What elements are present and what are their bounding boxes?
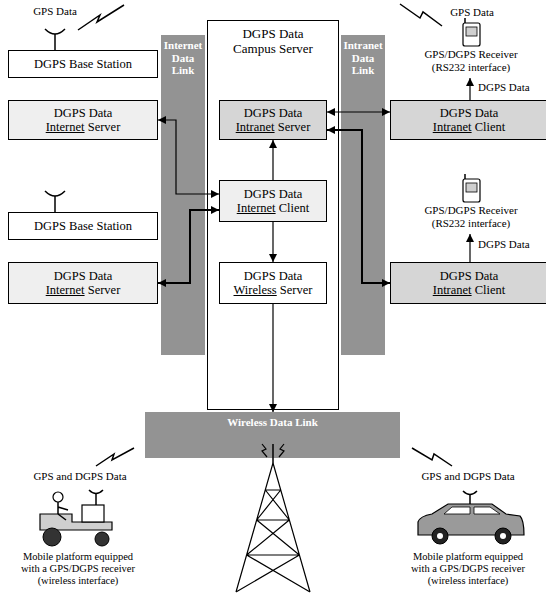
device-label: GPS/DGPS Receiver (RS232 interface)	[415, 204, 527, 229]
car-hub	[437, 533, 443, 539]
band-title: Intranet Data Link	[341, 39, 385, 77]
car-hub	[500, 533, 506, 539]
antenna-dish	[89, 490, 103, 494]
process-box: DGPS Data Intranet Server	[219, 100, 327, 140]
box-text: DGPS Data Internet Server	[46, 106, 121, 135]
process-box: DGPS Data Wireless Server	[219, 262, 327, 304]
device-label: GPS/DGPS Receiver (RS232 interface)	[415, 48, 527, 73]
radio-tower	[236, 463, 310, 592]
signal-label-holder: GPS and DGPS Data	[20, 470, 140, 483]
tower-signal	[262, 444, 267, 457]
signal-label: GPS and DGPS Data	[20, 470, 140, 483]
connector	[272, 222, 273, 262]
box-text: DGPS Data Wireless Server	[234, 269, 313, 298]
receiver-icon	[463, 179, 480, 202]
box-text: DGPS Base Station	[34, 57, 132, 71]
data-label: DGPS Data	[478, 238, 542, 251]
connector	[327, 111, 390, 112]
vehicle-caption: Mobile platform equipped with a GPS/DGPS…	[15, 551, 141, 587]
signal-bolt	[412, 448, 452, 466]
vehicle-wheel	[95, 532, 109, 546]
band-title: Wireless Data Link	[145, 416, 400, 429]
antenna-dish	[45, 191, 65, 196]
connector	[158, 210, 219, 283]
antenna-mast	[469, 494, 471, 504]
box-text: DGPS Data Internet Client	[237, 187, 310, 216]
data-link-band: Internet Data Link	[161, 35, 205, 355]
data-arrow	[469, 234, 470, 262]
box-text: DGPS Data Intranet Client	[433, 269, 506, 298]
box-text: DGPS Base Station	[34, 219, 132, 233]
signal-bolt	[400, 4, 442, 26]
car-window	[474, 507, 500, 514]
data-label: DGPS Data	[478, 81, 542, 94]
driver-body	[58, 502, 68, 520]
receiver-screen	[466, 27, 477, 36]
box-text: DGPS Data Internet Server	[46, 269, 121, 298]
signal-bolt	[96, 448, 134, 466]
process-box: DGPS Data Intranet Client	[390, 100, 546, 140]
antenna-mast	[54, 34, 56, 50]
signal-label: GPS and DGPS Data	[408, 470, 528, 483]
box-text: DGPS Data Intranet Server	[236, 106, 311, 135]
data-label-holder: DGPS Data	[478, 238, 542, 251]
vehicle-box	[82, 505, 104, 522]
process-box: DGPS Data Internet Server	[8, 100, 158, 140]
data-label-holder: DGPS Data	[478, 81, 542, 94]
vehicle-wheel	[43, 528, 61, 546]
process-box: DGPS Base Station	[8, 50, 158, 78]
receiver-screen	[466, 183, 477, 192]
group-heading: DGPS Data Campus Server	[223, 27, 323, 57]
tower-signal	[279, 444, 284, 457]
process-box: DGPS Data Internet Server	[8, 262, 158, 304]
vehicle-caption-holder: Mobile platform equipped with a GPS/DGPS…	[405, 551, 531, 587]
band-title: Internet Data Link	[161, 39, 205, 77]
signal-label: GPS Data	[437, 6, 507, 19]
antenna-dish	[463, 491, 477, 495]
vehicle-caption: Mobile platform equipped with a GPS/DGPS…	[405, 551, 531, 587]
process-box: DGPS Base Station	[8, 212, 158, 240]
process-box: DGPS Data Intranet Client	[390, 262, 546, 304]
signal-label-holder: GPS Data	[20, 5, 90, 18]
signal-bolt	[78, 5, 124, 30]
device-label-holder: GPS/DGPS Receiver (RS232 interface)	[415, 48, 527, 73]
antenna-mast	[95, 493, 97, 505]
signal-label: GPS Data	[20, 5, 90, 18]
driver-head	[53, 492, 63, 502]
box-text: DGPS Data Intranet Client	[433, 106, 506, 135]
receiver-antenna	[464, 174, 466, 179]
signal-label-holder: GPS and DGPS Data	[408, 470, 528, 483]
connector	[272, 140, 273, 180]
receiver-icon	[463, 23, 480, 46]
data-arrow	[469, 78, 470, 100]
device-label-holder: GPS/DGPS Receiver (RS232 interface)	[415, 204, 527, 229]
connector	[327, 130, 390, 283]
car-window	[444, 507, 470, 514]
receiver-antenna	[464, 18, 466, 23]
antenna-dish	[45, 29, 65, 34]
connector	[158, 120, 219, 194]
vehicle-caption-holder: Mobile platform equipped with a GPS/DGPS…	[15, 551, 141, 587]
car-wheel	[432, 528, 448, 544]
antenna-mast	[54, 196, 56, 212]
connector	[272, 304, 273, 412]
car-wheel	[495, 528, 511, 544]
signal-label-holder: GPS Data	[437, 6, 507, 19]
tower-mast	[272, 444, 274, 463]
process-box: DGPS Data Internet Client	[219, 180, 327, 222]
